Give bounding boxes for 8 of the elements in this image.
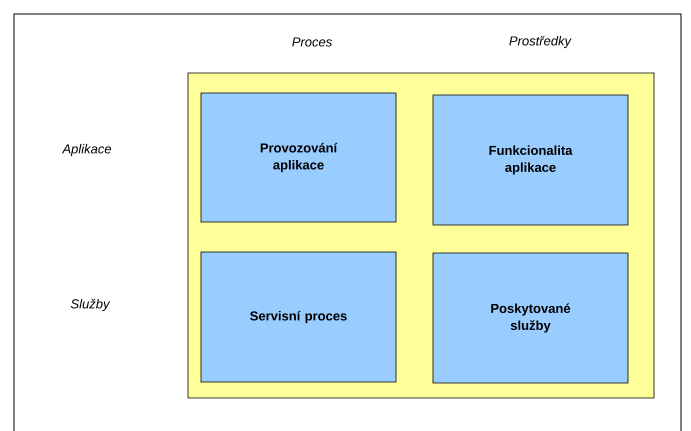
column-header: Prostředky <box>509 36 572 48</box>
process-box: Poskytované služby <box>432 252 628 384</box>
column-header: Proces <box>292 37 332 47</box>
process-box: Servisní proces <box>200 252 396 382</box>
process-box: Funkcionalita aplikace <box>432 94 628 226</box>
row-header: Aplikace <box>62 144 112 156</box>
process-box: Provozování aplikace <box>200 92 396 222</box>
row-header: Služby <box>70 298 110 312</box>
